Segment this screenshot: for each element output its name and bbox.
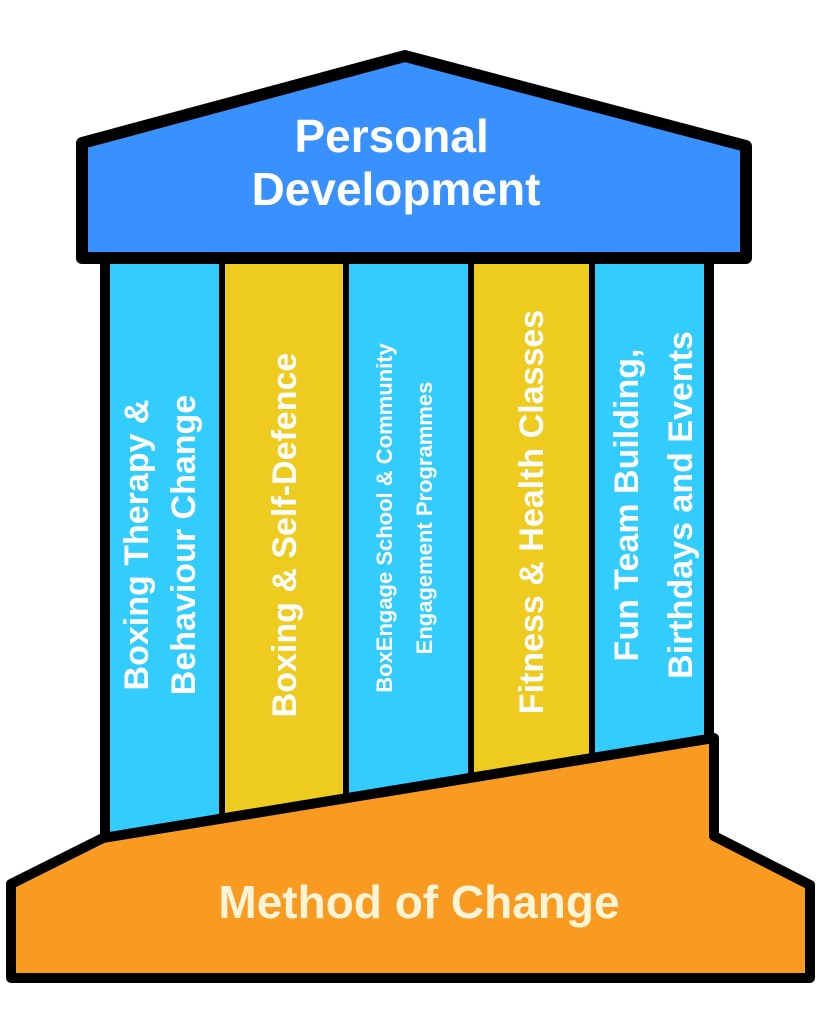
pillar-label: Birthdays and Events: [662, 331, 700, 679]
pillars-group: [100, 258, 714, 835]
pillar-label: Engagement Programmes: [412, 382, 437, 655]
pillar-label: Boxing Therapy &: [118, 400, 156, 691]
pillar-dividers: [219, 258, 595, 815]
pillar-fun-team-building: [592, 258, 714, 755]
pillar-label-line: Fitness & Health Classes: [513, 310, 551, 714]
pillar-label-line: Behaviour Change: [165, 395, 203, 695]
base-plinth: [6, 733, 815, 983]
pillar-label-line: Birthdays and Events: [662, 331, 700, 679]
pillar-label: Behaviour Change: [165, 395, 203, 695]
pillar-boxing-self-defence: [222, 258, 346, 815]
pillar-label-line: Engagement Programmes: [412, 382, 437, 655]
pillar-labels: Boxing Therapy & Behaviour Change Boxing…: [118, 310, 700, 718]
pillar-label-line: Boxing Therapy &: [118, 400, 156, 691]
pillar-boxing-therapy: [100, 258, 222, 835]
pillar-label: Fitness & Health Classes: [513, 310, 551, 714]
base-label: Method of Change: [218, 876, 619, 928]
pillar-fitness-health: [471, 258, 592, 775]
roof-title-line-2: Development: [252, 163, 541, 215]
pillar-label: Boxing & Self-Defence: [266, 353, 304, 718]
pillar-boxengage: [346, 258, 471, 795]
pillar-outlines: [100, 258, 714, 835]
pillar-label-line: BoxEngage School & Community: [372, 342, 397, 692]
pillar-label: Fun Team Building,: [608, 349, 646, 662]
pillar-label: BoxEngage School & Community: [372, 342, 397, 692]
roof-pediment: [76, 50, 752, 264]
pillar-label-line: Boxing & Self-Defence: [266, 353, 304, 718]
roof-title: Personal Development: [252, 110, 541, 215]
pillar-label-line: Fun Team Building,: [608, 349, 646, 662]
roof-title-line-1: Personal: [294, 110, 488, 162]
